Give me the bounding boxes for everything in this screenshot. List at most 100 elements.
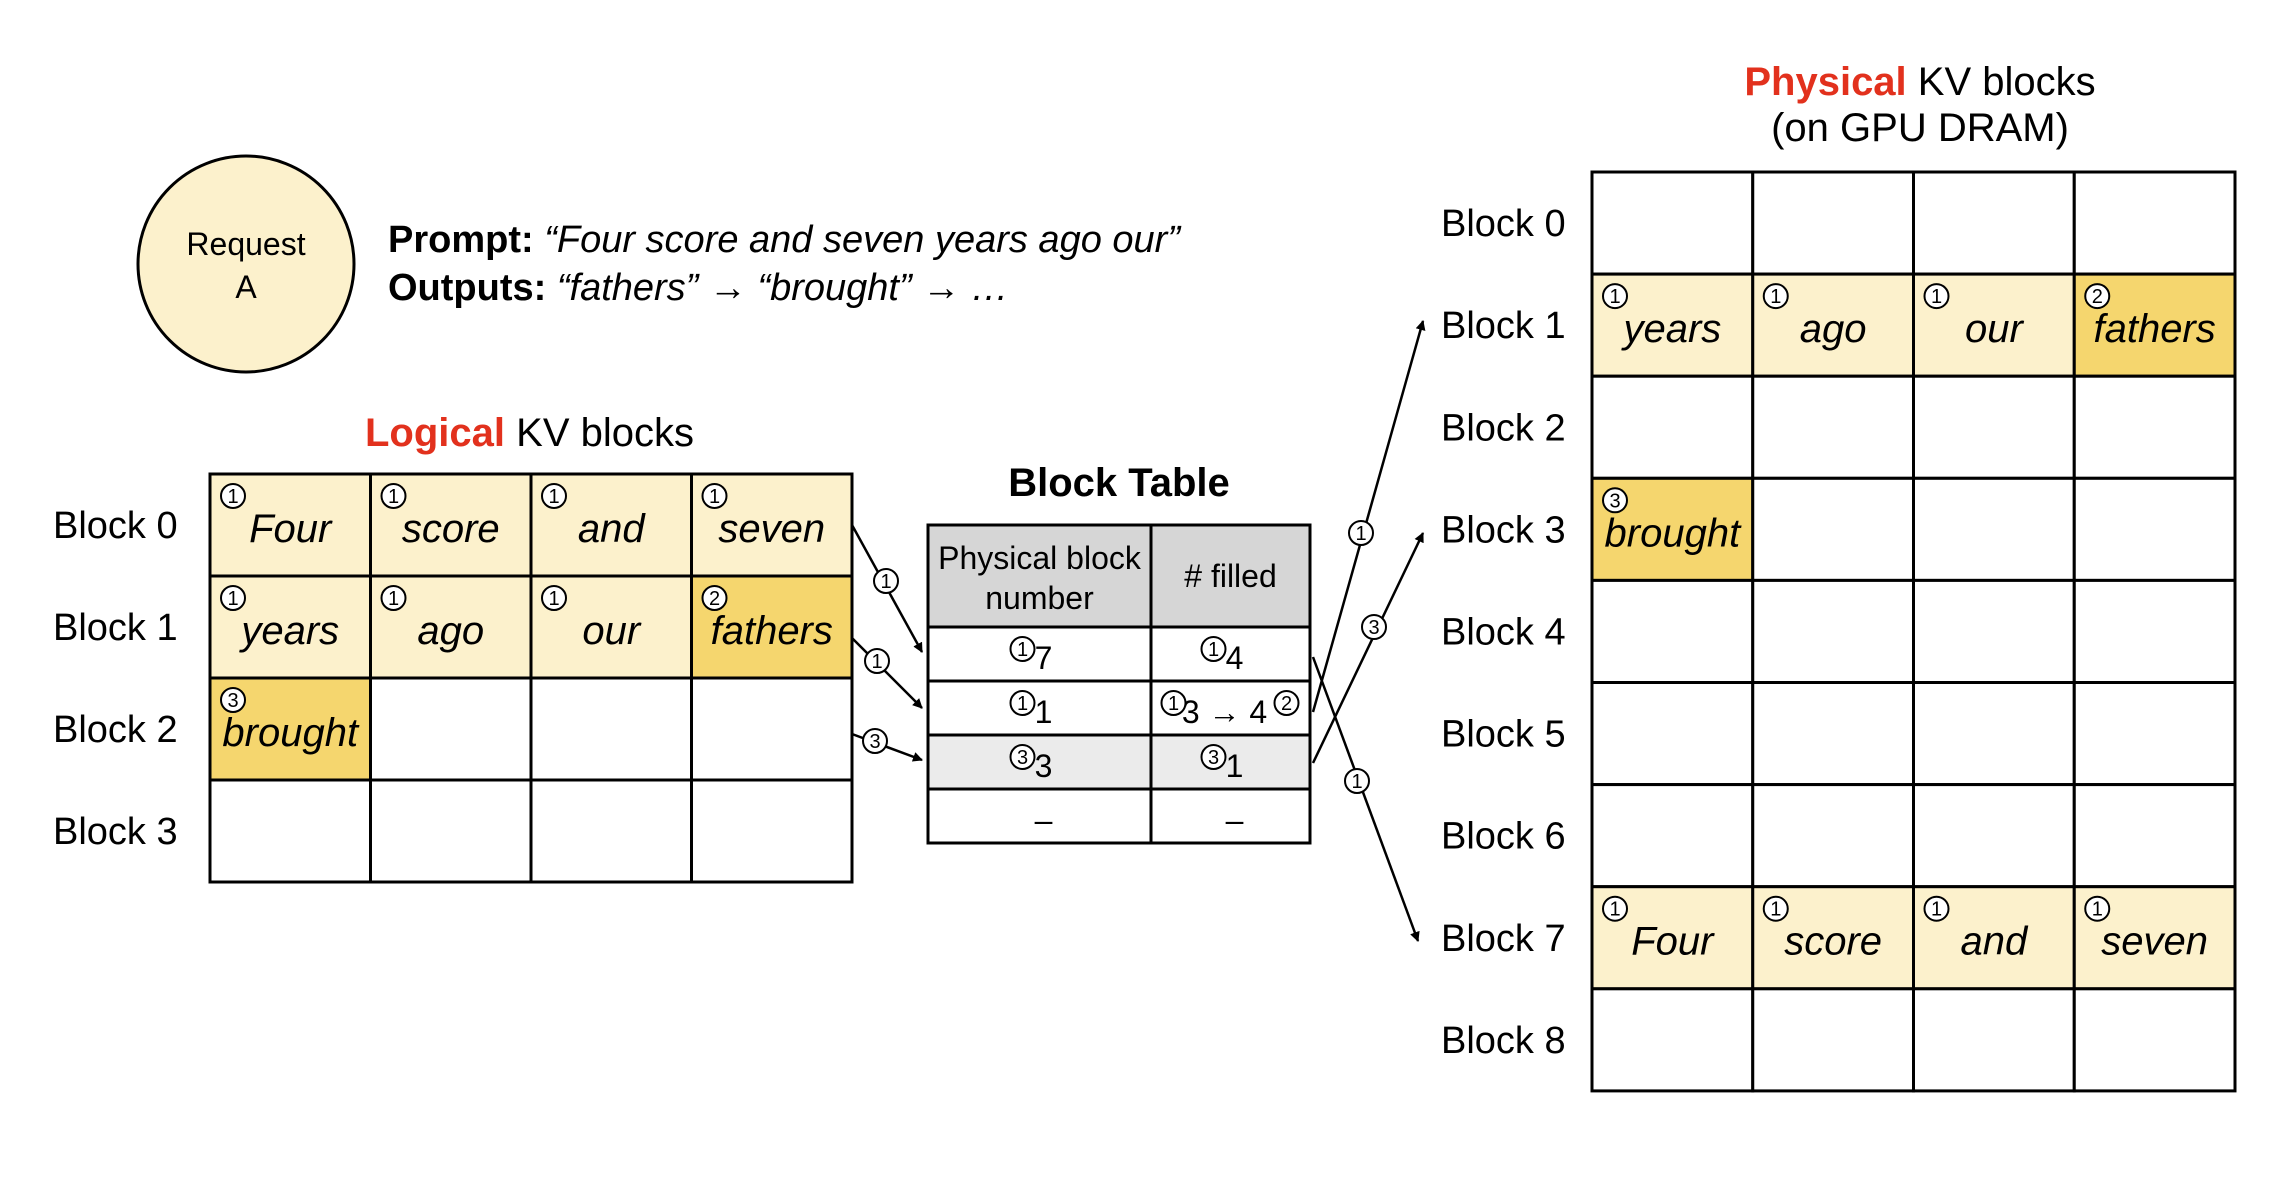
slot-box bbox=[529, 676, 693, 782]
physical-title-rest: KV blocks bbox=[1907, 60, 2096, 104]
step-circle-icon bbox=[220, 585, 246, 611]
step-number: 1 bbox=[1609, 899, 1620, 921]
token-word: Four bbox=[1631, 920, 1715, 964]
kv-slot bbox=[1751, 987, 1915, 1093]
step-marker: 1 bbox=[1602, 895, 1628, 922]
token-word: and bbox=[1961, 920, 2029, 964]
block-label: Block 7 bbox=[1441, 918, 1566, 960]
step-marker: 2 bbox=[2084, 283, 2111, 310]
prompt-label: Prompt: bbox=[388, 219, 534, 261]
step-marker: 2 bbox=[701, 585, 728, 611]
step-marker: 1 bbox=[701, 483, 728, 509]
table-cell bbox=[926, 625, 1153, 683]
kv-slot bbox=[690, 778, 854, 884]
slot-box bbox=[1590, 578, 1755, 685]
step-number: 1 bbox=[227, 588, 238, 610]
outputs-line: Outputs: “fathers” → “brought” → … bbox=[388, 267, 1009, 309]
slot-box bbox=[1912, 170, 2076, 276]
block-label: Block 3 bbox=[1441, 509, 1566, 551]
step-number: 1 bbox=[1017, 693, 1028, 715]
step-marker: 1 bbox=[864, 648, 890, 674]
step-circle-icon bbox=[380, 585, 407, 611]
kv-slot bbox=[1912, 783, 2076, 889]
step-circle-icon bbox=[1923, 283, 1950, 310]
filled-count: 3 → 4 bbox=[1182, 694, 1267, 730]
arrow-icon bbox=[1311, 532, 1425, 764]
block-label: Block 6 bbox=[1441, 816, 1566, 858]
slot-box bbox=[1751, 783, 1915, 889]
token-word: Four bbox=[249, 507, 333, 551]
slot-box bbox=[1590, 681, 1755, 787]
step-marker: 1 bbox=[1602, 283, 1628, 310]
step-number: 2 bbox=[709, 588, 720, 610]
step-circle-icon bbox=[1762, 895, 1789, 922]
step-number: 3 bbox=[1609, 490, 1620, 512]
kv-slot bbox=[1590, 170, 1755, 276]
kv-slot bbox=[1751, 374, 1915, 480]
step-number: 1 bbox=[709, 486, 720, 508]
slot-box bbox=[369, 472, 533, 578]
kv-slot bbox=[1912, 374, 2076, 480]
slot-box bbox=[1590, 374, 1755, 480]
slot-box bbox=[1912, 476, 2076, 582]
kv-slot bbox=[1590, 987, 1755, 1093]
step-marker: 1 bbox=[1762, 895, 1789, 922]
physical-block-row: Block 2 bbox=[1441, 374, 2237, 480]
request-circle bbox=[136, 154, 356, 374]
step-number: 1 bbox=[1770, 286, 1781, 308]
step-marker: 3 bbox=[1009, 744, 1036, 770]
step-marker: 1 bbox=[220, 483, 246, 509]
slot-box bbox=[208, 778, 372, 884]
mapping-arrow: 1 bbox=[1311, 320, 1426, 713]
slot-box bbox=[690, 676, 854, 782]
outputs-label: Outputs: bbox=[388, 267, 546, 309]
kv-slot bbox=[1751, 681, 1915, 787]
slot-box bbox=[2072, 783, 2237, 889]
kv-slot bbox=[1912, 476, 2076, 582]
table-cell bbox=[926, 733, 1153, 791]
slot-box bbox=[1751, 374, 1915, 480]
step-marker: 1 bbox=[1160, 690, 1187, 716]
kv-slot bbox=[1590, 681, 1755, 787]
step-circle-icon bbox=[864, 648, 890, 674]
request-node: Request A bbox=[136, 154, 356, 374]
step-circle-icon bbox=[1923, 895, 1950, 922]
arrow-icon bbox=[851, 637, 923, 709]
block-label: Block 4 bbox=[1441, 611, 1566, 653]
block-label: Block 2 bbox=[53, 709, 178, 751]
step-marker: 1 bbox=[2084, 895, 2111, 922]
physical-title-highlight: Physical bbox=[1744, 60, 1906, 104]
step-marker: 1 bbox=[541, 585, 567, 611]
kv-slot bbox=[2072, 476, 2237, 582]
slot-box bbox=[1751, 476, 1915, 582]
step-number: 1 bbox=[871, 651, 882, 673]
table-cell bbox=[926, 787, 1153, 845]
physical-block-number: – bbox=[1035, 802, 1053, 838]
kv-slot bbox=[2072, 578, 2237, 685]
step-circle-icon bbox=[220, 483, 246, 509]
kv-slot bbox=[1912, 987, 2076, 1093]
slot-box bbox=[1912, 681, 2076, 787]
logical-title: Logical KV blocks bbox=[365, 411, 694, 455]
block-label: Block 0 bbox=[1441, 203, 1566, 245]
block-label: Block 2 bbox=[1441, 407, 1566, 449]
step-number: 3 bbox=[1208, 747, 1219, 769]
kv-slot bbox=[1912, 170, 2076, 276]
step-number: 1 bbox=[1351, 771, 1362, 793]
slot-box bbox=[1751, 578, 1915, 685]
token-word: score bbox=[402, 507, 500, 551]
